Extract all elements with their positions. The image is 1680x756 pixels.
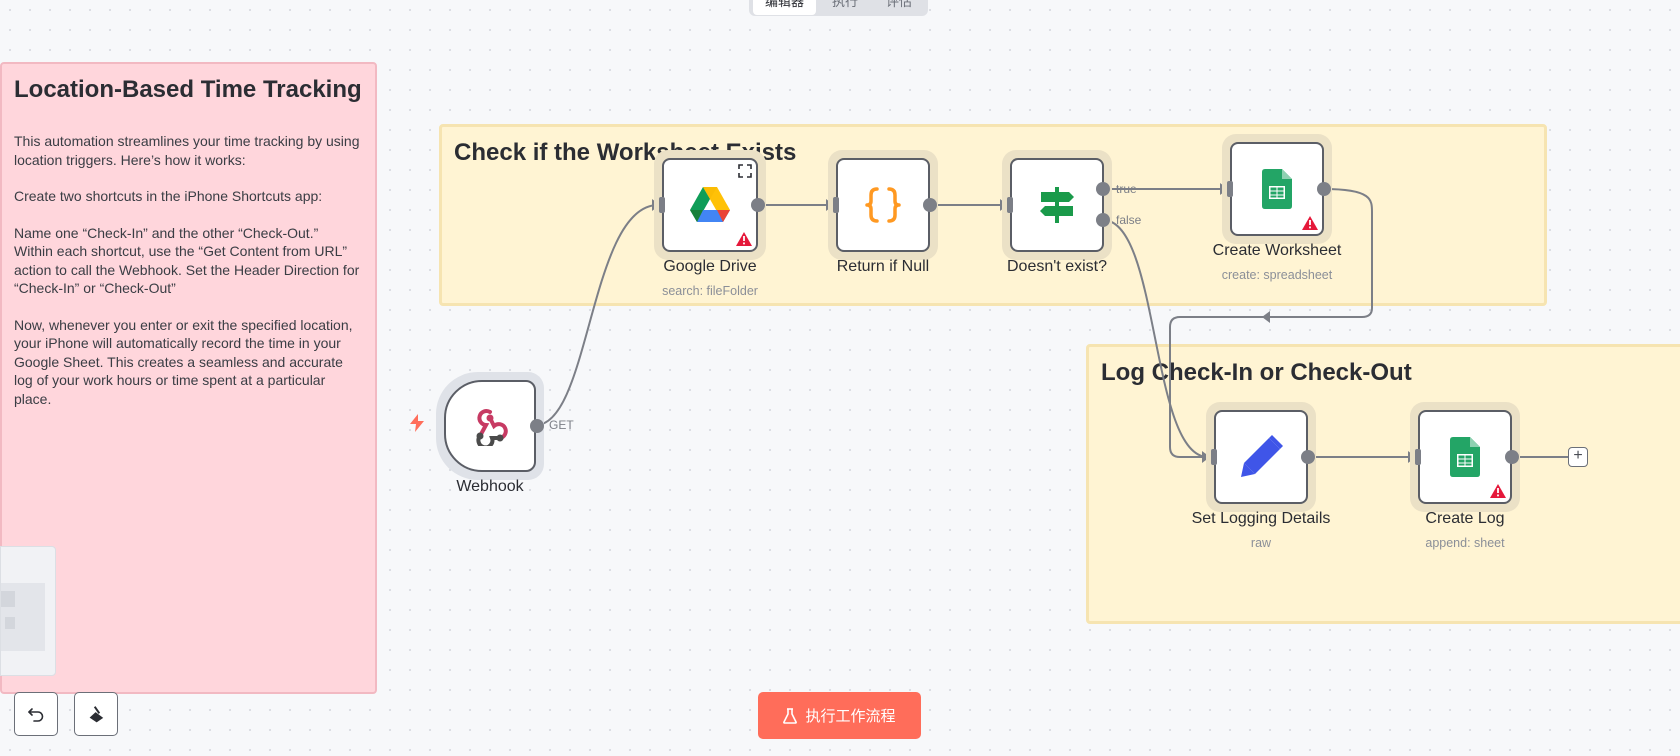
output-port[interactable]	[751, 198, 765, 212]
input-port[interactable]	[1227, 181, 1233, 197]
input-port[interactable]	[1415, 449, 1421, 465]
tab-evaluations[interactable]: 评估	[886, 0, 913, 9]
output-port[interactable]	[1505, 450, 1519, 464]
google-sheets-icon	[1262, 169, 1292, 209]
sticky-paragraph: This automation streamlines your time tr…	[14, 133, 360, 168]
output-port[interactable]	[1301, 450, 1315, 464]
expand-icon[interactable]	[738, 164, 752, 178]
input-port[interactable]	[833, 197, 839, 213]
minimap-block	[1, 591, 15, 607]
node-subtitle: search: fileFolder	[662, 284, 758, 298]
output-port[interactable]	[923, 198, 937, 212]
signpost-icon	[1040, 187, 1074, 223]
sticky-paragraph: Now, whenever you enter or exit the spec…	[14, 316, 353, 407]
warning-icon	[1302, 216, 1318, 230]
input-port[interactable]	[1007, 197, 1013, 213]
sticky-note-log[interactable]: Log Check-In or Check-Out	[1086, 344, 1680, 624]
flask-icon	[783, 707, 798, 724]
output-port-true[interactable]	[1096, 182, 1110, 196]
sticky-note-overview[interactable]: Location-Based Time Tracking This automa…	[0, 62, 377, 694]
execute-workflow-button[interactable]: 执行工作流程	[758, 692, 921, 739]
arrow-head	[1262, 311, 1270, 323]
minimap-block	[5, 617, 15, 629]
node-title: Webhook	[456, 478, 524, 495]
node-create-log[interactable]: Create Log append: sheet	[1410, 402, 1520, 550]
input-port[interactable]	[1211, 449, 1217, 465]
undo-button[interactable]	[14, 692, 58, 736]
node-title: Create Log	[1425, 510, 1505, 527]
node-subtitle: raw	[1250, 536, 1272, 550]
sticky-paragraph: Name one “Check-In” and the other “Check…	[14, 224, 360, 297]
sticky-note-title: Log Check-In or Check-Out	[1101, 359, 1412, 386]
node-doesnt-exist[interactable]: Doesn't exist?	[1002, 150, 1112, 275]
tab-executions[interactable]: 执行	[832, 0, 859, 9]
node-webhook[interactable]: Webhook	[436, 372, 544, 495]
google-drive-icon	[690, 187, 730, 222]
node-title: Google Drive	[663, 258, 757, 275]
node-subtitle: create: spreadsheet	[1221, 268, 1333, 282]
output-port[interactable]	[530, 419, 544, 433]
add-node-button[interactable]: +	[1568, 447, 1588, 467]
execute-workflow-label: 执行工作流程	[805, 708, 896, 725]
node-title: Doesn't exist?	[1007, 258, 1107, 275]
node-title: Create Worksheet	[1212, 242, 1342, 259]
warning-icon	[736, 232, 752, 246]
sticky-note-title: Location-Based Time Tracking	[14, 76, 362, 103]
output-port[interactable]	[1317, 182, 1331, 196]
undo-icon	[28, 708, 44, 722]
broom-icon	[89, 706, 104, 723]
sticky-note-body: This automation streamlines your time tr…	[14, 132, 360, 426]
node-create-worksheet[interactable]: Create Worksheet create: spreadsheet	[1213, 134, 1341, 282]
code-braces-icon	[865, 187, 901, 223]
output-port-false[interactable]	[1096, 213, 1110, 227]
node-title: Set Logging Details	[1191, 510, 1331, 527]
edge-label-false: false	[1116, 213, 1142, 227]
minimap[interactable]	[0, 546, 56, 676]
edge-label-get: GET	[549, 418, 574, 432]
input-port[interactable]	[659, 197, 665, 213]
tab-editor[interactable]: 编辑器	[753, 0, 817, 15]
node-google-drive[interactable]: Google Drive search: fileFolder	[654, 150, 766, 298]
node-title: Return if Null	[836, 258, 930, 275]
google-sheets-icon	[1450, 437, 1480, 477]
node-return-if-null[interactable]: Return if Null	[828, 150, 938, 275]
trigger-bolt-icon	[410, 414, 424, 432]
sticky-paragraph: Create two shortcuts in the iPhone Short…	[14, 188, 323, 204]
webhook-icon	[476, 409, 508, 446]
edge-label-true: true	[1116, 182, 1137, 196]
tidy-up-button[interactable]	[74, 692, 118, 736]
node-subtitle: append: sheet	[1425, 536, 1505, 550]
node-set-logging-details[interactable]: Set Logging Details raw	[1192, 402, 1330, 550]
view-tabs: 编辑器 执行 评估	[749, 0, 929, 16]
warning-icon	[1490, 484, 1506, 498]
pencil-icon	[1241, 435, 1283, 477]
